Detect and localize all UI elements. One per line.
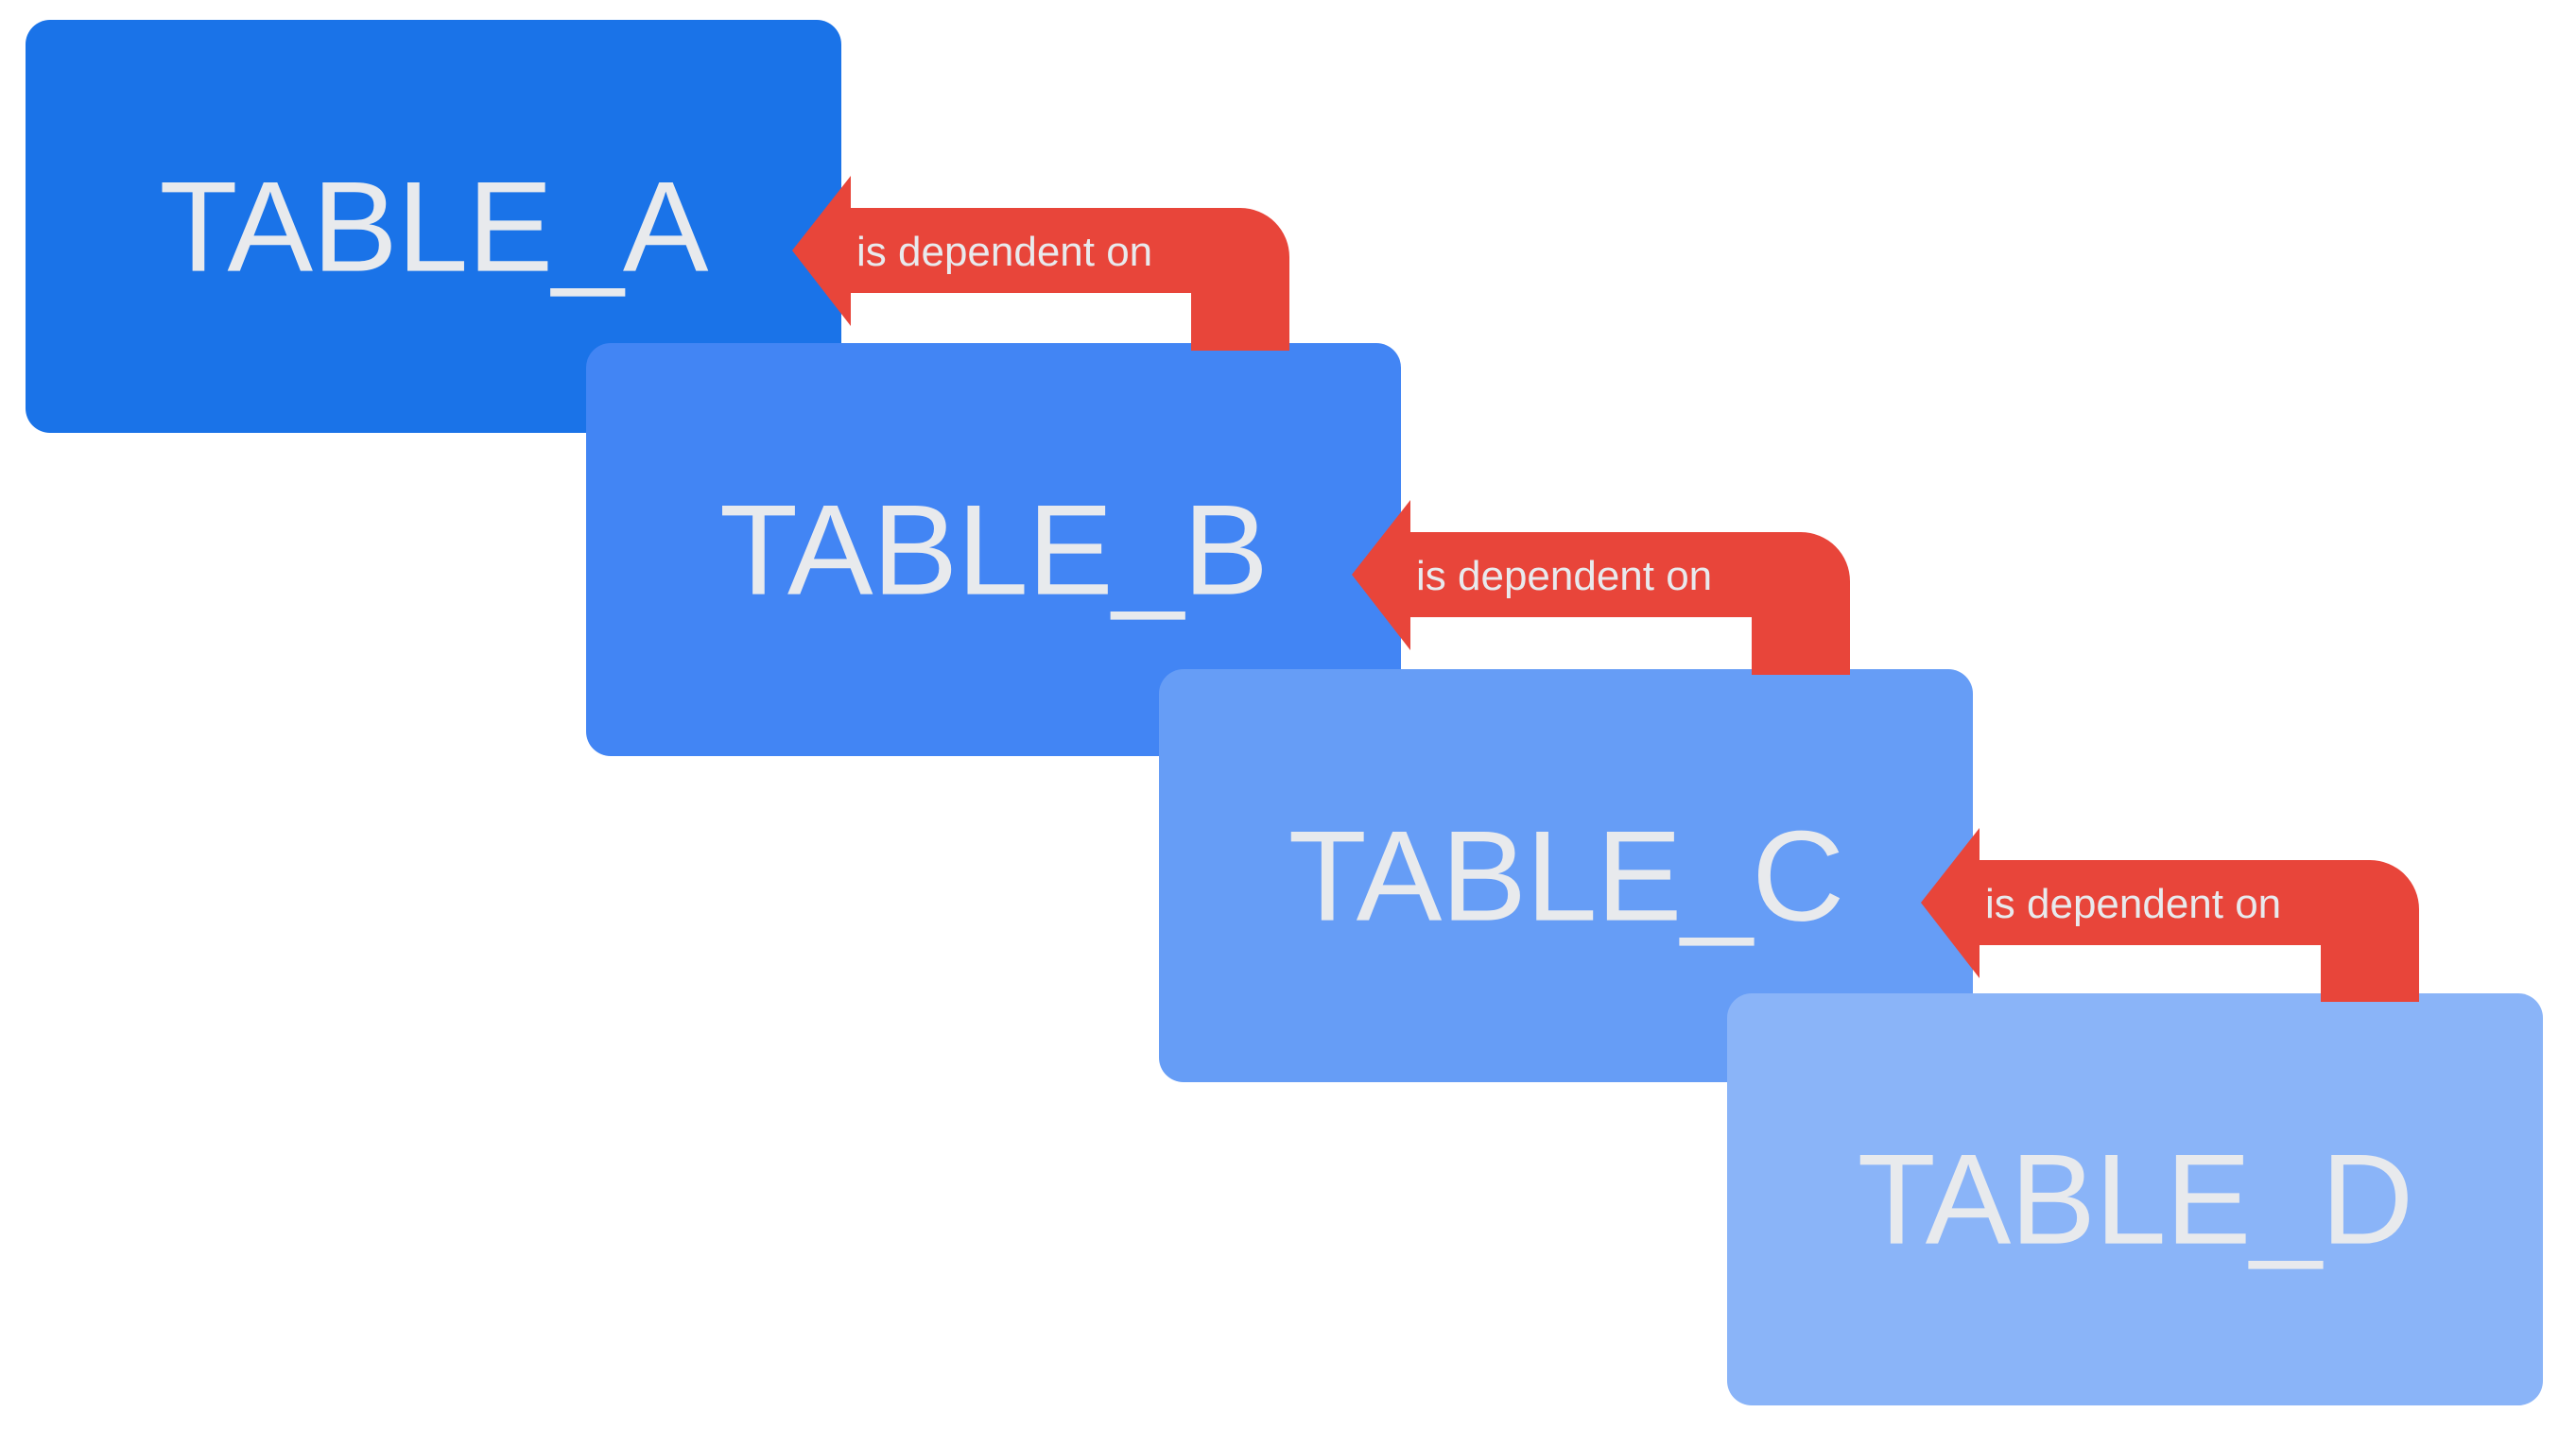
node-table-a-label: TABLE_A [159, 154, 708, 299]
edge-table-c-to-table-b[interactable] [1352, 500, 1850, 675]
edge-table-b-to-table-a[interactable] [792, 176, 1289, 351]
node-table-c-label: TABLE_C [1288, 803, 1845, 948]
edge-table-d-to-table-c[interactable] [1921, 828, 2419, 1002]
edge-table-d-to-table-c-label: is dependent on [1985, 881, 2282, 927]
dependency-arrow-icon [792, 176, 1289, 351]
edge-table-b-to-table-a-label: is dependent on [856, 229, 1153, 275]
dependency-arrow-icon [1921, 828, 2419, 1002]
dependency-arrow-icon [1352, 500, 1850, 675]
node-table-a[interactable]: TABLE_A [26, 20, 841, 433]
node-table-d-label: TABLE_D [1857, 1127, 2414, 1271]
edge-table-c-to-table-b-label: is dependent on [1416, 553, 1713, 599]
node-table-d[interactable]: TABLE_D [1727, 993, 2543, 1405]
node-table-b-label: TABLE_B [718, 477, 1269, 622]
